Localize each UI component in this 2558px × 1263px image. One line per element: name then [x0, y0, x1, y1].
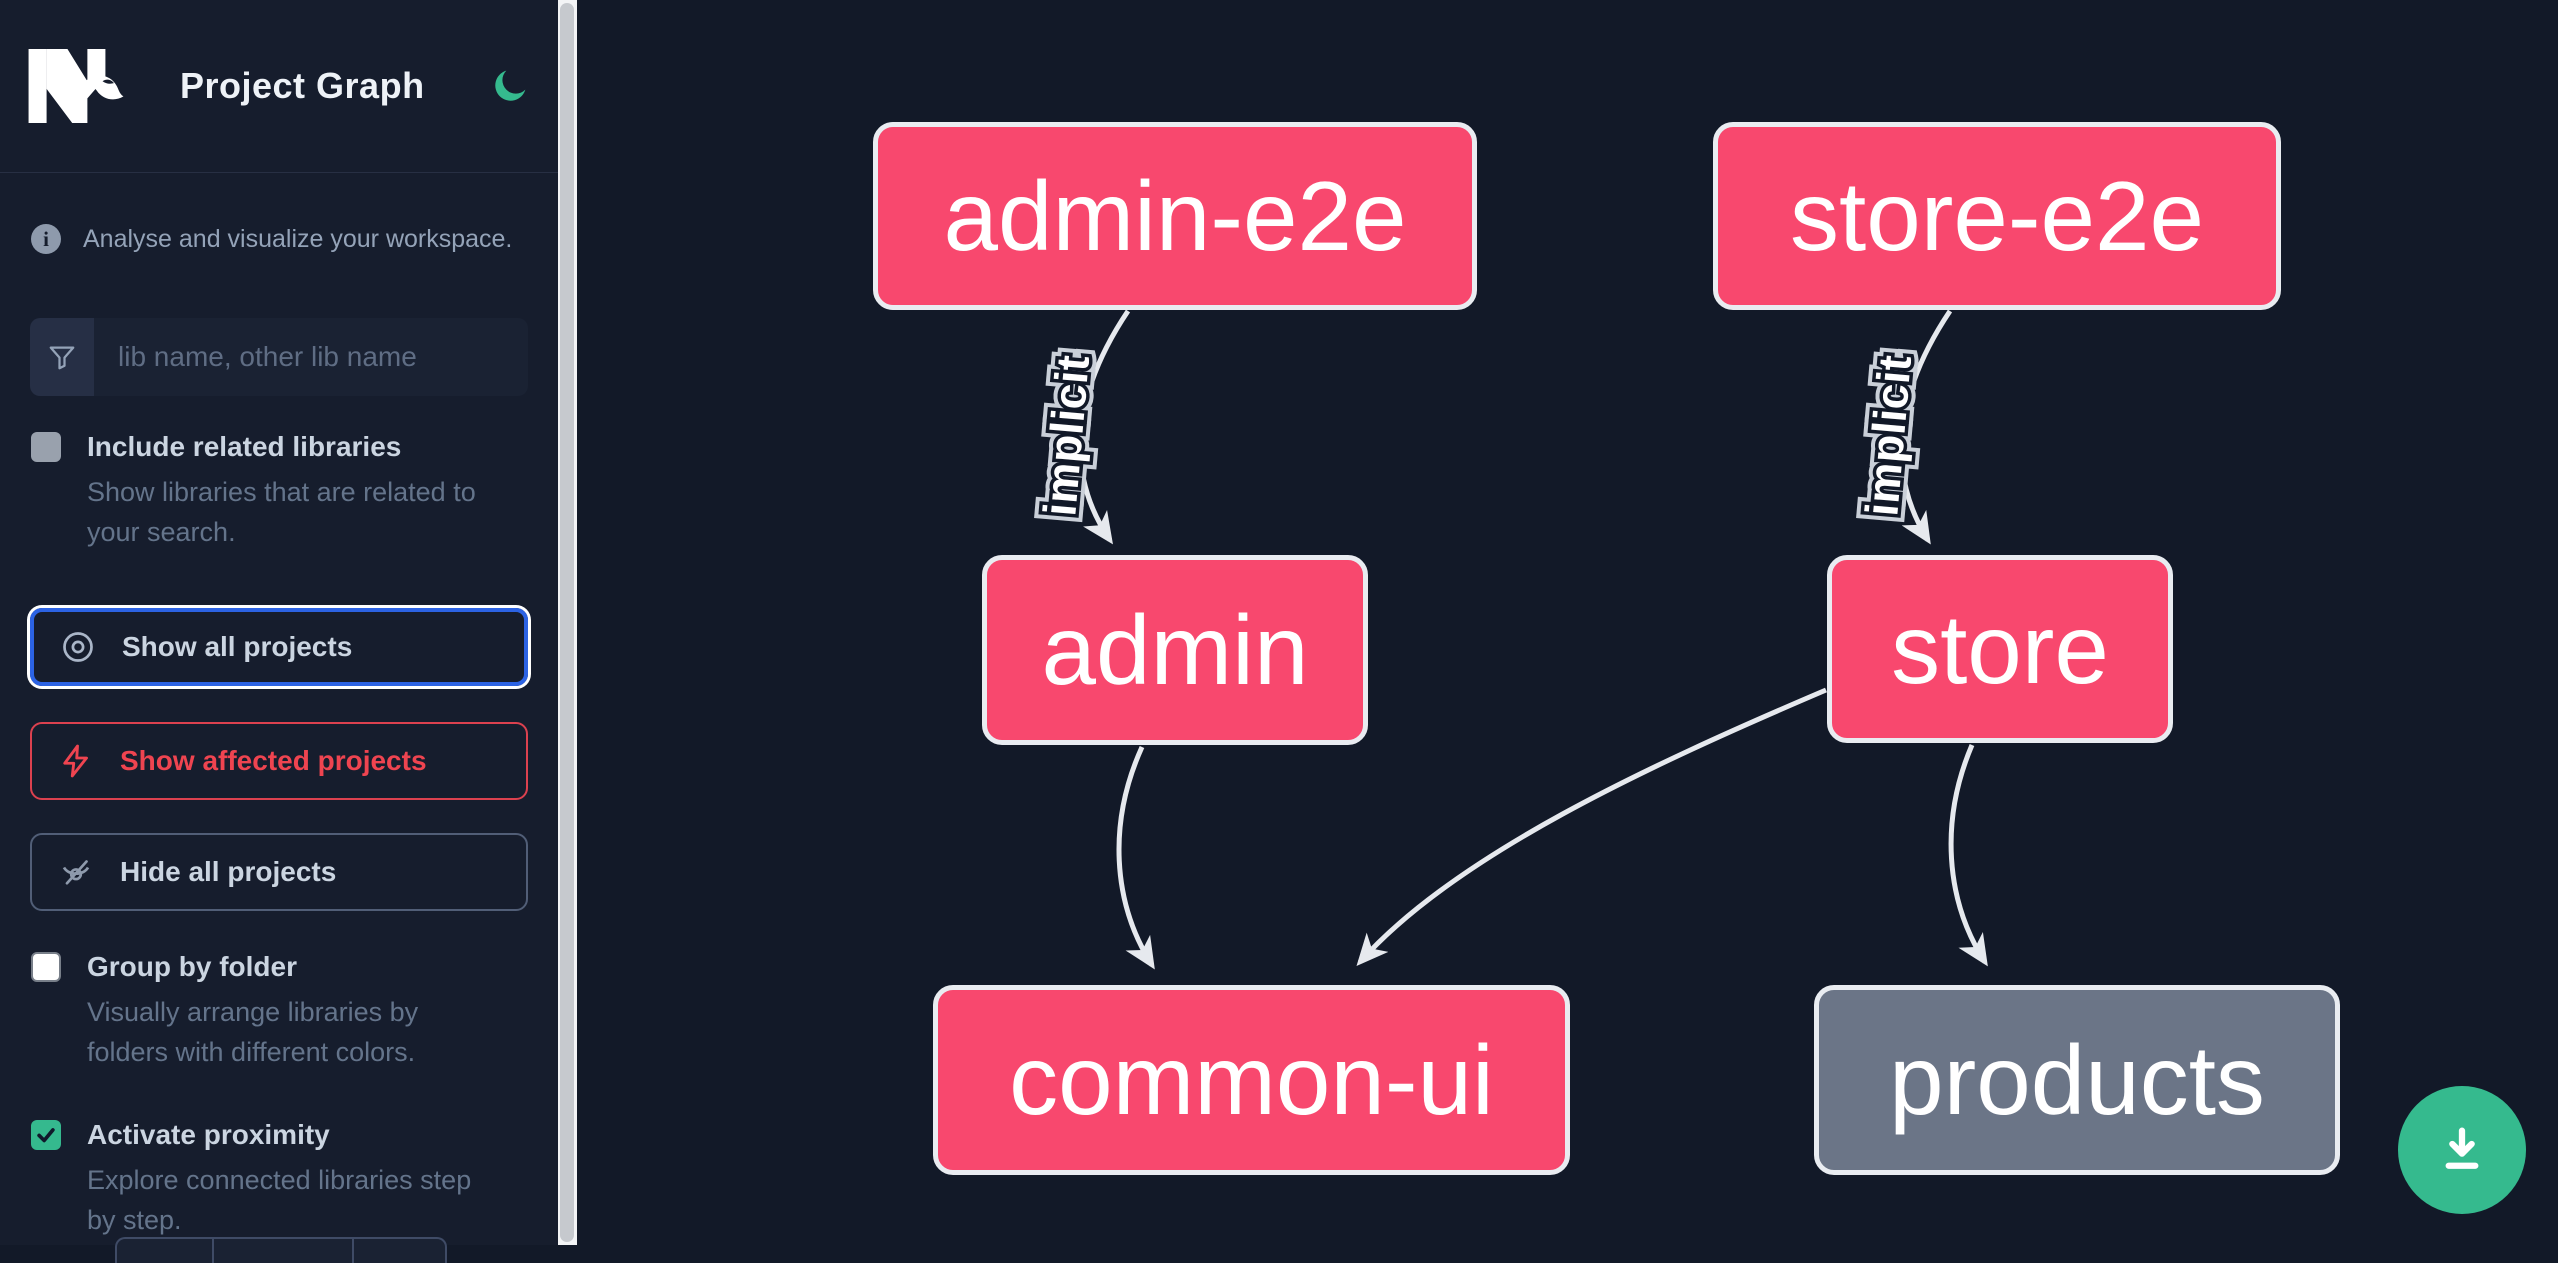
group-by-folder-checkbox[interactable]: [31, 952, 61, 982]
workspace-tagline-row: i Analyse and visualize your workspace.: [31, 224, 512, 254]
sidebar-scrollbar-track[interactable]: [558, 0, 577, 1245]
activate-proximity-label: Activate proximity: [87, 1119, 330, 1150]
node-label: store-e2e: [1789, 160, 2204, 271]
group-by-folder-label: Group by folder: [87, 951, 297, 982]
graph-node-store-e2e[interactable]: store-e2e: [1713, 122, 2281, 310]
proximity-depth-control-partial[interactable]: [115, 1237, 447, 1263]
include-related-label: Include related libraries: [87, 431, 402, 462]
segment-value: [212, 1239, 354, 1263]
filter-icon-box: [30, 318, 94, 396]
hide-all-projects-button[interactable]: Hide all projects: [30, 833, 528, 911]
show-affected-projects-button[interactable]: Show affected projects: [30, 722, 528, 800]
graph-node-common-ui[interactable]: common-ui: [933, 985, 1570, 1175]
node-label: common-ui: [1009, 1024, 1494, 1135]
info-icon: i: [31, 224, 61, 254]
show-all-projects-button[interactable]: Show all projects: [30, 608, 528, 686]
node-label: store: [1891, 593, 2109, 704]
group-by-folder-desc: Visually arrange libraries by folders wi…: [87, 997, 419, 1067]
page-title: Project Graph: [180, 65, 425, 106]
activate-proximity-checkbox[interactable]: [31, 1120, 61, 1150]
search-bar: [30, 318, 528, 396]
download-image-button[interactable]: [2398, 1086, 2526, 1214]
include-related-checkbox[interactable]: [31, 432, 61, 462]
sidebar-header: Project Graph: [0, 0, 558, 173]
hide-all-projects-label: Hide all projects: [120, 856, 337, 887]
graph-node-store[interactable]: store: [1827, 555, 2173, 743]
nx-logo: [28, 49, 124, 123]
theme-toggle-moon-icon[interactable]: [490, 66, 530, 106]
download-icon: [2445, 1127, 2479, 1169]
segment-increment[interactable]: [354, 1239, 445, 1263]
sidebar: Project Graph i Analyse and visualize yo…: [0, 0, 558, 1263]
graph-node-admin[interactable]: admin: [982, 555, 1368, 745]
node-label: products: [1889, 1024, 2265, 1135]
node-label: admin: [1041, 594, 1309, 705]
activate-proximity-desc: Explore connected libraries step by step…: [87, 1165, 472, 1235]
group-by-folder-row: Group by folder Visually arrange librari…: [31, 950, 511, 1072]
show-all-projects-label: Show all projects: [122, 631, 353, 662]
workspace-tagline: Analyse and visualize your workspace.: [83, 224, 513, 253]
lightning-bolt-icon: [63, 744, 88, 778]
filter-icon: [49, 346, 75, 370]
sidebar-scrollbar-thumb[interactable]: [560, 3, 574, 1242]
include-related-desc: Show libraries that are related to your …: [87, 477, 476, 547]
activate-proximity-row: Activate proximity Explore connected lib…: [31, 1118, 511, 1240]
checkmark-icon: [37, 1128, 55, 1143]
eye-circle-icon: [63, 632, 93, 662]
show-affected-projects-label: Show affected projects: [120, 745, 427, 776]
graph-node-admin-e2e[interactable]: admin-e2e: [873, 122, 1477, 310]
search-input[interactable]: [94, 318, 528, 396]
graph-node-products[interactable]: products: [1814, 985, 2340, 1175]
include-related-row: Include related libraries Show libraries…: [31, 430, 511, 552]
segment-decrement[interactable]: [117, 1239, 212, 1263]
node-label: admin-e2e: [943, 160, 1407, 271]
eye-off-icon: [62, 860, 90, 885]
